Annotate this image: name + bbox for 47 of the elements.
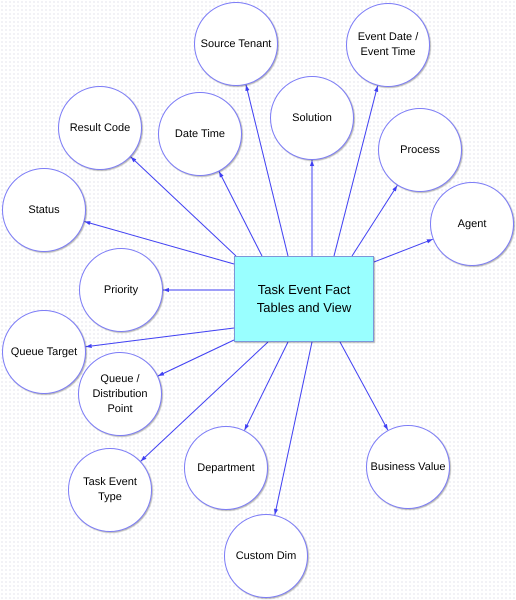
- node-label: Status: [28, 202, 60, 218]
- dimension-circle: [68, 448, 152, 532]
- fact-table-box: [234, 256, 374, 342]
- dimension-circle: [366, 425, 450, 509]
- dimension-circle: [378, 108, 462, 192]
- dimension-circle: [346, 3, 430, 87]
- arrow: [85, 328, 234, 348]
- node-label: Priority: [104, 282, 138, 298]
- node-label: Queue / Distribution Point: [91, 372, 149, 416]
- arrow: [274, 342, 312, 516]
- node-label: Date Time: [174, 126, 226, 142]
- dimension-circle: [78, 352, 162, 436]
- dimension-circle: [270, 76, 354, 160]
- dimension-circle: [194, 2, 278, 86]
- dimension-circle: [224, 514, 308, 598]
- arrow: [84, 221, 234, 264]
- arrow: [245, 84, 288, 256]
- node-label: Event Date / Event Time: [356, 30, 420, 60]
- dimension-circle: [58, 86, 142, 170]
- arrow: [352, 184, 398, 256]
- arrow: [218, 170, 262, 256]
- arrow: [334, 85, 378, 256]
- arrow: [374, 238, 434, 262]
- node-label: Solution: [292, 110, 332, 126]
- dimension-circle: [184, 426, 268, 510]
- node-label: Process: [400, 142, 440, 158]
- dimension-circle: [430, 182, 514, 266]
- dimension-circle: [158, 92, 242, 176]
- dimension-circle: [2, 168, 86, 252]
- arrow: [158, 340, 234, 376]
- node-label: Task Event Type: [82, 475, 138, 505]
- arrow: [310, 160, 314, 256]
- arrow: [340, 342, 388, 431]
- arrow: [140, 342, 268, 462]
- node-label: Queue Target: [10, 344, 78, 360]
- node-label: Agent: [458, 216, 486, 232]
- node-label: Custom Dim: [236, 548, 296, 564]
- dimension-circle: [2, 310, 86, 394]
- node-label: Task Event Fact Tables and View: [256, 281, 352, 317]
- node-label: Result Code: [70, 120, 130, 136]
- arrow: [244, 342, 288, 431]
- arrow: [130, 156, 236, 256]
- dimension-circle: [79, 248, 163, 332]
- node-label: Source Tenant: [200, 36, 272, 52]
- node-label: Business Value: [370, 460, 446, 474]
- node-label: Department: [197, 460, 255, 476]
- arrow: [162, 288, 234, 292]
